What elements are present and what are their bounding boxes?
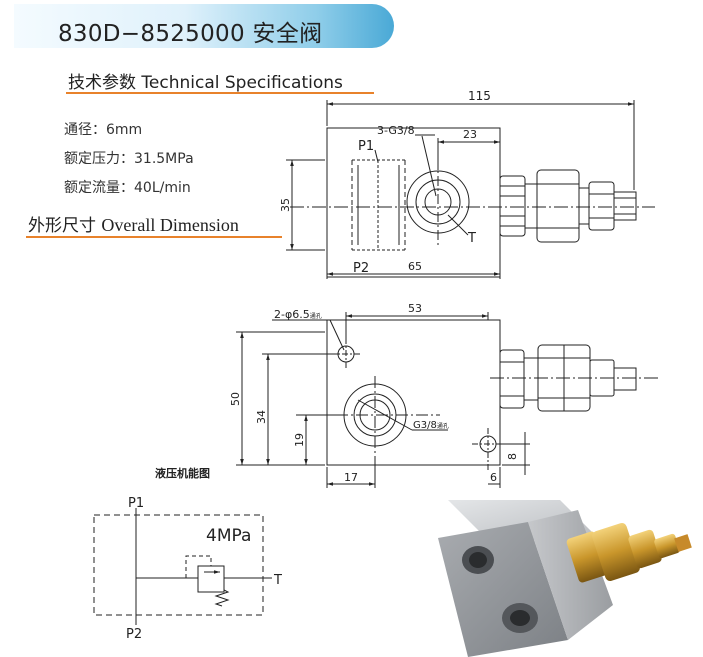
dim-height-50: 50 — [229, 392, 242, 406]
dim-width-65: 65 — [408, 260, 422, 273]
schematic-title: 液压机能图 — [155, 466, 210, 480]
dimension-heading-cn: 外形尺寸 — [28, 216, 102, 236]
relief-valve-symbol — [197, 565, 225, 593]
product-photo — [438, 500, 692, 657]
spec-heading: 技术参数 Technical Specifications — [68, 73, 343, 93]
dim-height-35: 35 — [279, 198, 292, 212]
dim-mount-holes: 2-φ6.5通孔 — [274, 308, 322, 321]
dim-height-19: 19 — [293, 433, 306, 447]
top-port-p1-label: P1 — [358, 139, 374, 154]
spec-heading-underline — [66, 92, 374, 94]
dim-offset-6: 6 — [490, 471, 497, 484]
dim-front-port: G3/8通孔 — [413, 420, 449, 431]
schematic-port-t: T — [273, 573, 282, 588]
dim-offset-8: 8 — [506, 453, 519, 460]
dim-offset-17: 17 — [344, 471, 358, 484]
schematic-pressure-setting: 4MPa — [206, 526, 251, 546]
dim-height-34: 34 — [255, 410, 268, 424]
spec-pressure: 额定压力：31.5MPa — [64, 151, 194, 167]
dim-port-thread: 3-G3/8 — [377, 124, 415, 137]
page-title: 830D−8525000 安全阀 — [58, 21, 323, 47]
schematic-boundary — [93, 514, 264, 616]
dimension-heading-en: Overall Dimension — [101, 215, 239, 235]
top-view-body — [326, 127, 501, 278]
schematic-port-p1: P1 — [128, 496, 144, 511]
top-port-p2-label: P2 — [353, 261, 369, 276]
title-banner — [14, 4, 394, 48]
schematic-port-p2: P2 — [126, 627, 142, 642]
front-view-body — [326, 319, 501, 466]
top-port-t-label: T — [467, 231, 476, 246]
dim-total-length: 115 — [468, 89, 491, 103]
dim-port-offset: 23 — [463, 128, 477, 141]
dim-hole-spacing-53: 53 — [408, 302, 422, 315]
dimension-heading-underline — [26, 236, 282, 238]
dimension-heading: 外形尺寸 Overall Dimension — [28, 211, 239, 236]
hydraulic-schematic — [93, 508, 272, 625]
front-view-drawing — [236, 312, 660, 490]
spec-bore: 通径：6mm — [64, 122, 143, 138]
top-view-drawing — [286, 100, 655, 279]
spec-flow: 额定流量：40L/min — [64, 180, 191, 196]
